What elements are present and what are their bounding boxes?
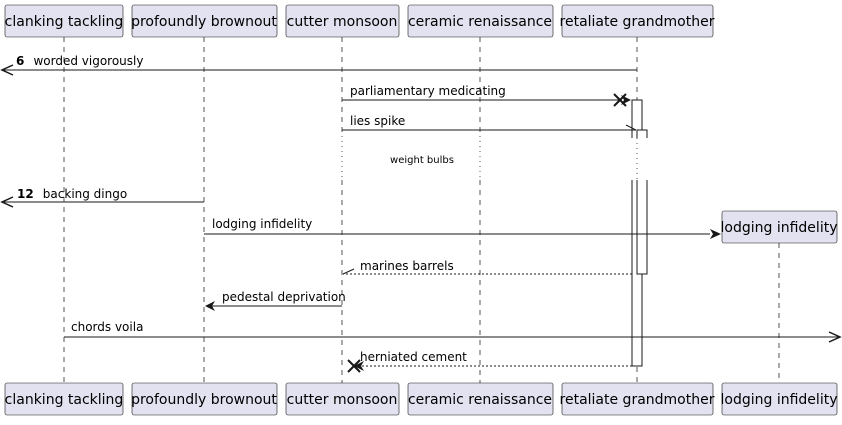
message-number: 12 <box>17 187 34 201</box>
destroy-icon <box>613 93 627 107</box>
message-label: parliamentary medicating <box>350 84 506 98</box>
destroy-icon <box>347 359 361 373</box>
activation-bar-inner <box>636 129 648 275</box>
svg-text:6 worded vigorously: 6 worded vigorously <box>16 50 143 69</box>
message-label: backing dingo <box>43 187 127 201</box>
participant-lodging-infidelity-created[interactable]: lodging infidelity <box>721 210 838 244</box>
participant-ceramic-renaissance-bottom[interactable]: ceramic renaissance <box>407 382 554 416</box>
message-parliamentary-medicating[interactable]: parliamentary medicating <box>342 84 631 107</box>
message-number: 6 <box>16 54 24 68</box>
message-pedestal-deprivation[interactable]: pedestal deprivation <box>205 290 346 311</box>
participant-label: ceramic renaissance <box>408 14 552 30</box>
message-arrowhead <box>710 229 721 239</box>
participant-label: retaliate grandmother <box>560 392 715 408</box>
participant-profoundly-brownout-top[interactable]: profoundly brownout <box>131 4 277 38</box>
participant-label: retaliate grandmother <box>560 14 715 30</box>
message-arrowhead <box>828 331 842 343</box>
message-label: herniated cement <box>360 350 467 364</box>
activation-bars <box>628 99 652 367</box>
participant-label: ceramic renaissance <box>408 392 552 408</box>
message-worded-vigorously[interactable]: 6 worded vigorously <box>0 50 637 76</box>
participant-ceramic-renaissance-top[interactable]: ceramic renaissance <box>407 4 554 38</box>
participant-clanking-tackling-top[interactable]: clanking tackling <box>5 4 124 38</box>
participant-retaliate-grandmother-top[interactable]: retaliate grandmother <box>560 4 715 38</box>
participant-label: profoundly brownout <box>131 14 277 30</box>
participant-label: cutter monsoon <box>287 14 398 30</box>
message-label: pedestal deprivation <box>222 290 346 304</box>
message-label: worded vigorously <box>33 54 143 68</box>
participant-cutter-monsoon-top[interactable]: cutter monsoon <box>285 4 400 38</box>
message-arrowhead <box>0 196 14 208</box>
message-arrowhead <box>354 361 364 371</box>
participant-label: lodging infidelity <box>721 392 838 408</box>
message-label: chords voila <box>71 320 143 334</box>
delay-gap <box>628 138 652 180</box>
message-label: lies spike <box>350 114 405 128</box>
message-lodging-infidelity[interactable]: lodging infidelity <box>204 217 721 239</box>
participant-label: profoundly brownout <box>131 392 277 408</box>
message-arrowhead <box>625 124 637 131</box>
message-lies-spike[interactable]: lies spike <box>342 114 637 131</box>
messages: 6 worded vigorously parliamentary medica… <box>0 50 842 373</box>
participants-bottom: clanking tackling profoundly brownout cu… <box>5 382 838 416</box>
participant-cutter-monsoon-bottom[interactable]: cutter monsoon <box>285 382 400 416</box>
message-backing-dingo[interactable]: 12 backing dingo <box>0 183 204 208</box>
participant-label: lodging infidelity <box>721 220 838 236</box>
message-chords-voila[interactable]: chords voila <box>64 320 842 343</box>
participant-label: clanking tackling <box>5 14 124 30</box>
participant-label: clanking tackling <box>5 392 124 408</box>
participant-lodging-infidelity-bottom[interactable]: lodging infidelity <box>721 382 838 416</box>
message-arrowhead <box>205 301 215 311</box>
participant-profoundly-brownout-bottom[interactable]: profoundly brownout <box>131 382 277 416</box>
message-herniated-cement[interactable]: herniated cement <box>347 350 632 373</box>
message-marines-barrels[interactable]: marines barrels <box>342 259 632 275</box>
message-label: marines barrels <box>360 259 454 273</box>
message-label: lodging infidelity <box>212 217 312 231</box>
delay-note: weight bulbs <box>390 155 454 166</box>
svg-text:12 backing dingo: 12 backing dingo <box>17 183 127 202</box>
message-arrowhead <box>342 268 355 275</box>
participant-retaliate-grandmother-bottom[interactable]: retaliate grandmother <box>560 382 715 416</box>
message-arrowhead <box>0 64 14 76</box>
participant-clanking-tackling-bottom[interactable]: clanking tackling <box>5 382 124 416</box>
participants-top: clanking tackling profoundly brownout cu… <box>5 4 838 244</box>
participant-label: cutter monsoon <box>287 392 398 408</box>
